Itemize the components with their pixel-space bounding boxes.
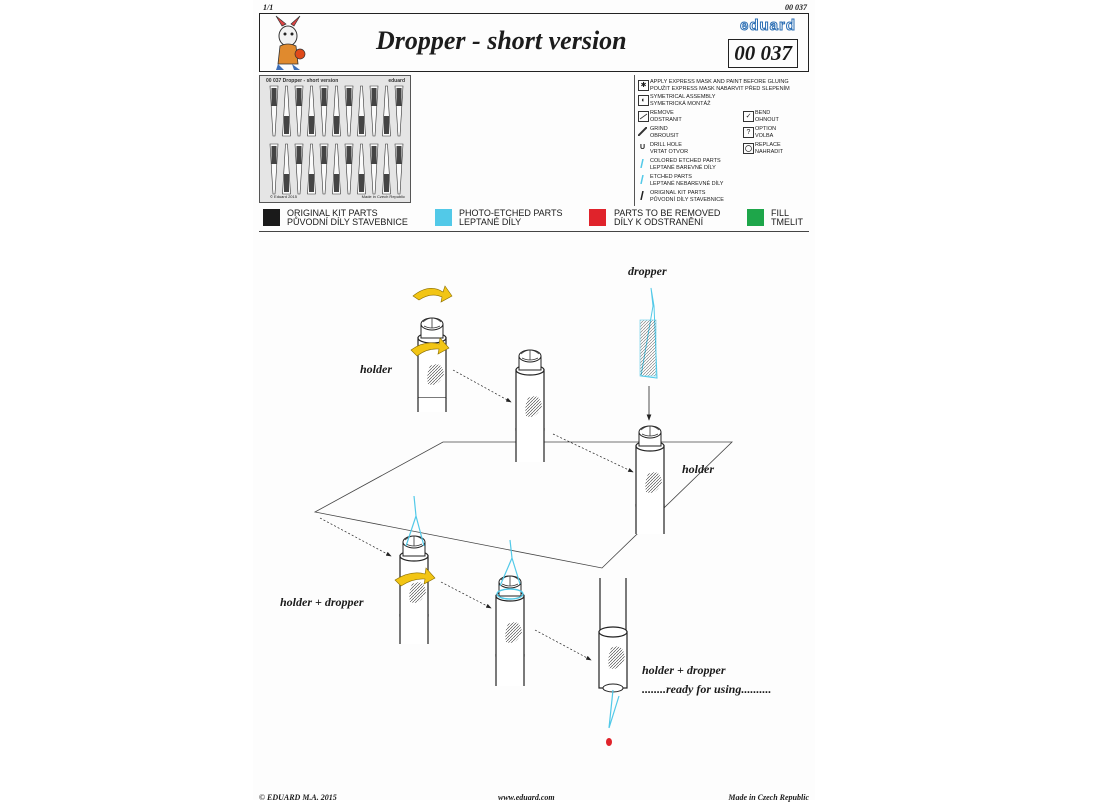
brand-logo: eduard [739, 17, 796, 35]
dropper-part [639, 287, 658, 379]
fret-part-mesh [396, 146, 402, 164]
fret-part-mesh [359, 116, 364, 134]
label-holder-dropper-2: holder + dropper [642, 663, 726, 677]
symbol-legend: ✱ APPLY EXPRESS MASK AND PAINT BEFORE GL… [634, 75, 812, 206]
fret-part-mesh [359, 174, 364, 192]
fret-part-mesh [334, 174, 339, 192]
footer-copyright: © EDUARD M.A. 2015 [259, 793, 337, 802]
fret-copyright: © Eduard 2015 [270, 194, 297, 199]
fret-part-mesh [371, 146, 377, 164]
assembly-diagram [313, 285, 733, 746]
fret-part-mesh [271, 88, 277, 106]
fret-part-mesh [384, 174, 389, 192]
replace-icon [743, 143, 754, 154]
fret-part-mesh [296, 146, 302, 164]
fret-part-mesh [346, 88, 352, 106]
fret-brand: eduard [388, 78, 405, 84]
remove-icon [638, 111, 649, 122]
holder-step1 [417, 317, 447, 412]
fret-part-mesh [334, 116, 339, 134]
rotate-arrow-top [412, 285, 453, 303]
instruction-sheet: 1/1 00 037 Dropper - short version eduar… [253, 0, 815, 802]
holder-dropper-step4 [399, 495, 429, 644]
footer-website: www.eduard.com [498, 793, 555, 802]
label-holder-dropper-1: holder + dropper [280, 595, 364, 609]
label-holder-2: holder [682, 462, 715, 476]
bend-icon: ✓ [743, 111, 754, 122]
fret-part-mesh [271, 146, 277, 164]
kit-part-icon [638, 191, 647, 200]
holder-step2 [515, 349, 545, 462]
star-icon: ✱ [638, 80, 649, 91]
sheet-code-corner: 00 037 [785, 3, 807, 12]
fret-part-mesh [284, 174, 289, 192]
fret-part-mesh [321, 146, 327, 164]
fret-part-mesh [284, 116, 289, 134]
fret-part-mesh [396, 88, 402, 106]
holder-step3 [635, 425, 665, 534]
swatch-remove [589, 209, 606, 226]
fret-part-mesh [309, 116, 314, 134]
key-kit-parts: ORIGINAL KIT PARTS PŮVODNÍ DÍLY STAVEBNI… [287, 208, 408, 227]
holder-final [598, 578, 628, 746]
footer-made-in: Made in Czech Republic [728, 793, 809, 802]
page-number: 1/1 [263, 3, 274, 12]
fret-part-mesh [371, 88, 377, 106]
key-fill: FILL TMELIT [771, 208, 804, 227]
swatch-photo-etched [435, 209, 452, 226]
fret-part-mesh [309, 174, 314, 192]
fret-part-mesh [321, 88, 327, 106]
fret-parts-drawing [269, 85, 404, 195]
rotate-arrow-step4 [394, 567, 436, 587]
fret-part-mesh [346, 146, 352, 164]
color-key-bar: ORIGINAL KIT PARTS PŮVODNÍ DÍLY STAVEBNI… [259, 207, 809, 229]
grind-icon [638, 127, 647, 136]
label-holder-1: holder [360, 362, 393, 376]
option-icon: ? [743, 127, 754, 138]
etched-icon [638, 175, 647, 184]
photo-etch-fret: 00 037 Dropper - short version eduard © … [259, 75, 411, 203]
rotate-arrow-bottom [410, 337, 450, 357]
holder-dropper-step5 [495, 539, 525, 686]
fret-made-in: Made in Czech Republic [361, 194, 405, 199]
header-box: Dropper - short version eduard 00 037 [259, 13, 809, 72]
colored-etched-icon [638, 159, 647, 168]
mascot-logo [275, 15, 306, 70]
swatch-fill [747, 209, 764, 226]
fret-part-mesh [384, 116, 389, 134]
symmetry-icon: ◐ [638, 95, 649, 106]
drill-icon: U [639, 144, 646, 151]
key-remove: PARTS TO BE REMOVED DÍLY K ODSTRANĚNÍ [614, 208, 721, 227]
key-photo-etched: PHOTO-ETCHED PARTS LEPTANÉ DÍLY [459, 208, 563, 227]
label-ready: ........ready for using.......... [642, 682, 772, 696]
fret-part-mesh [296, 88, 302, 106]
swatch-kit-parts [263, 209, 280, 226]
page-title: Dropper - short version [376, 26, 627, 55]
product-code: 00 037 [728, 39, 798, 68]
divider [259, 231, 809, 232]
fret-title: 00 037 Dropper - short version [266, 78, 339, 84]
label-dropper: dropper [628, 264, 667, 278]
